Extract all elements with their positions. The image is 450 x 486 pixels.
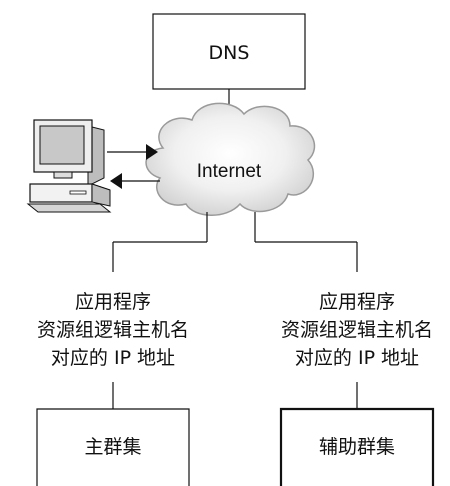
right-caption-line2: 资源组逻辑主机名 <box>281 319 433 341</box>
secondary-cluster-box: 辅助群集 <box>279 407 435 486</box>
right-caption: 应用程序 资源组逻辑主机名 对应的 IP 地址 <box>281 291 433 369</box>
primary-cluster-box: 主群集 <box>36 408 190 486</box>
response-arrow <box>110 173 160 189</box>
dns-label: DNS <box>209 42 250 64</box>
primary-cluster-label: 主群集 <box>84 436 141 458</box>
desktop-computer-icon <box>26 119 112 213</box>
cloud-icon: Internet <box>145 102 316 216</box>
dns-server-box: DNS <box>152 13 306 90</box>
right-caption-line1: 应用程序 <box>319 291 395 313</box>
left-caption-line1: 应用程序 <box>75 291 151 313</box>
left-caption-line3: 对应的 IP 地址 <box>51 347 175 369</box>
left-caption-line2: 资源组逻辑主机名 <box>37 319 189 341</box>
internet-label: Internet <box>197 161 262 182</box>
secondary-cluster-label: 辅助群集 <box>319 436 395 458</box>
request-arrow <box>107 144 158 160</box>
left-caption: 应用程序 资源组逻辑主机名 对应的 IP 地址 <box>37 291 189 369</box>
right-caption-line3: 对应的 IP 地址 <box>295 347 419 369</box>
